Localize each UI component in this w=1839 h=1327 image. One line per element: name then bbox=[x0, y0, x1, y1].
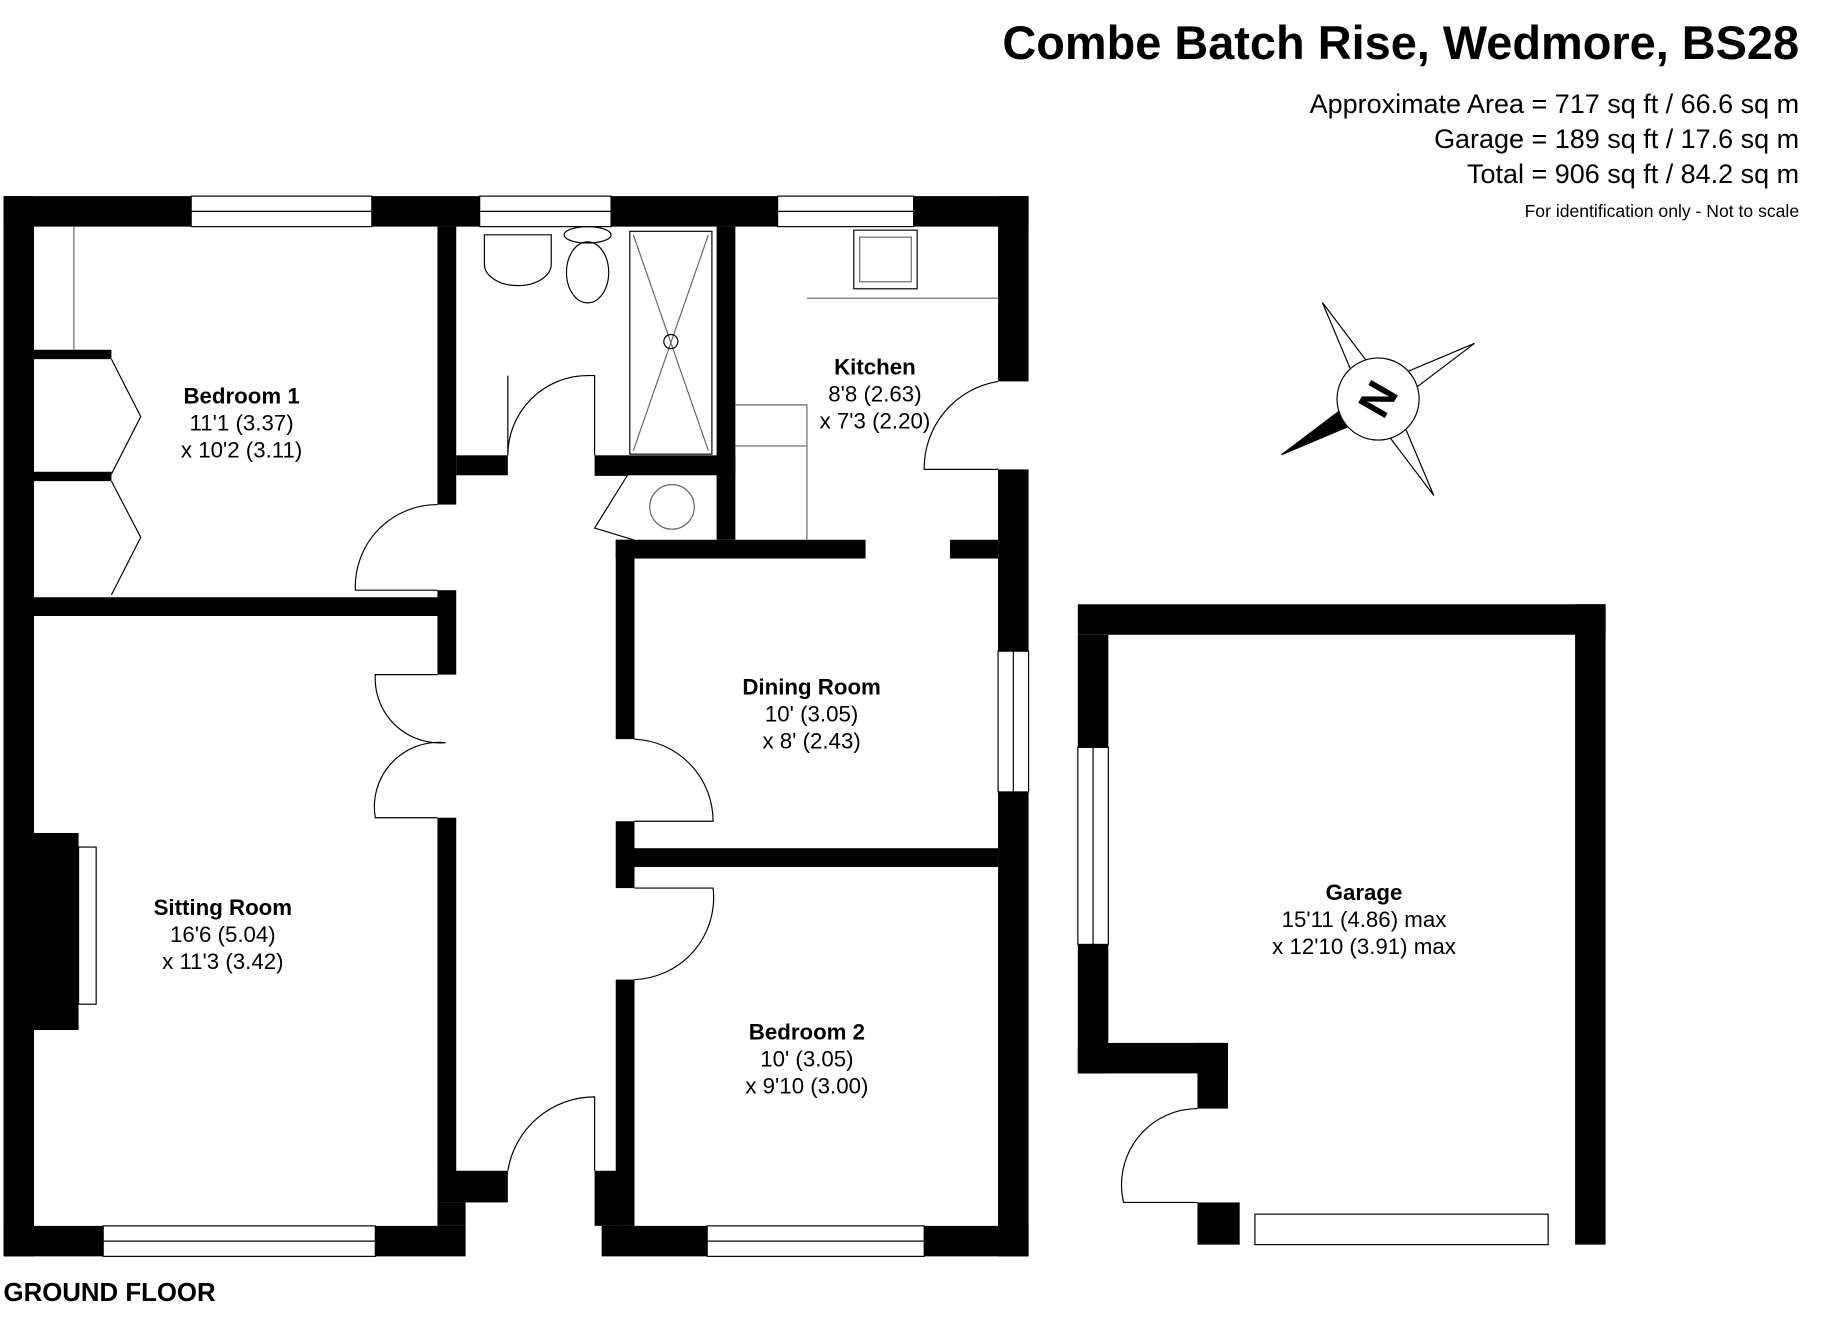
room-dimension: x 7'3 (2.20) bbox=[820, 408, 931, 433]
room-name: Bedroom 2 bbox=[749, 1019, 865, 1044]
doors bbox=[110, 358, 1198, 1204]
walls bbox=[3, 196, 1606, 1257]
fixtures bbox=[73, 226, 999, 540]
room-garage: Garage 15'11 (4.86) max x 12'10 (3.91) m… bbox=[1272, 880, 1456, 959]
plan-title: Combe Batch Rise, Wedmore, BS28 bbox=[1002, 17, 1799, 69]
room-bedroom2: Bedroom 2 10' (3.05) x 9'10 (3.00) bbox=[745, 1019, 868, 1098]
area-line: Garage = 189 sq ft / 17.6 sq m bbox=[1434, 124, 1799, 154]
room-dining: Dining Room 10' (3.05) x 8' (2.43) bbox=[742, 675, 881, 754]
room-dimension: x 9'10 (3.00) bbox=[745, 1073, 868, 1098]
room-dimension: 10' (3.05) bbox=[760, 1046, 853, 1071]
room-name: Sitting Room bbox=[154, 895, 293, 920]
room-dimension: 8'8 (2.63) bbox=[828, 381, 921, 406]
floor-label: GROUND FLOOR bbox=[4, 1279, 216, 1307]
room-dimension: x 10'2 (3.11) bbox=[181, 438, 302, 463]
room-bedroom1: Bedroom 1 11'1 (3.37) x 10'2 (3.11) bbox=[181, 384, 302, 463]
garage-door bbox=[1254, 1213, 1549, 1246]
room-name: Kitchen bbox=[834, 354, 916, 379]
room-dimension: 15'11 (4.86) max bbox=[1282, 907, 1447, 932]
windows bbox=[77, 195, 1549, 1257]
disclaimer: For identification only - Not to scale bbox=[1525, 201, 1800, 221]
room-dimension: 11'1 (3.37) bbox=[190, 411, 294, 436]
room-kitchen: Kitchen 8'8 (2.63) x 7'3 (2.20) bbox=[820, 354, 931, 433]
area-line: Total = 906 sq ft / 84.2 sq m bbox=[1467, 159, 1799, 189]
area-line: Approximate Area = 717 sq ft / 66.6 sq m bbox=[1310, 89, 1799, 119]
hearth bbox=[77, 846, 97, 1005]
room-sitting: Sitting Room 16'6 (5.04) x 11'3 (3.42) bbox=[154, 895, 293, 974]
room-dimension: x 8' (2.43) bbox=[762, 729, 860, 754]
room-name: Garage bbox=[1326, 880, 1403, 905]
room-dimension: 10' (3.05) bbox=[765, 702, 858, 727]
room-dimension: x 12'10 (3.91) max bbox=[1272, 934, 1456, 959]
room-dimension: x 11'3 (3.42) bbox=[162, 949, 283, 974]
compass-icon: N bbox=[1281, 302, 1475, 496]
room-dimension: 16'6 (5.04) bbox=[170, 922, 276, 947]
room-name: Dining Room bbox=[742, 675, 881, 700]
room-name: Bedroom 1 bbox=[183, 384, 299, 409]
